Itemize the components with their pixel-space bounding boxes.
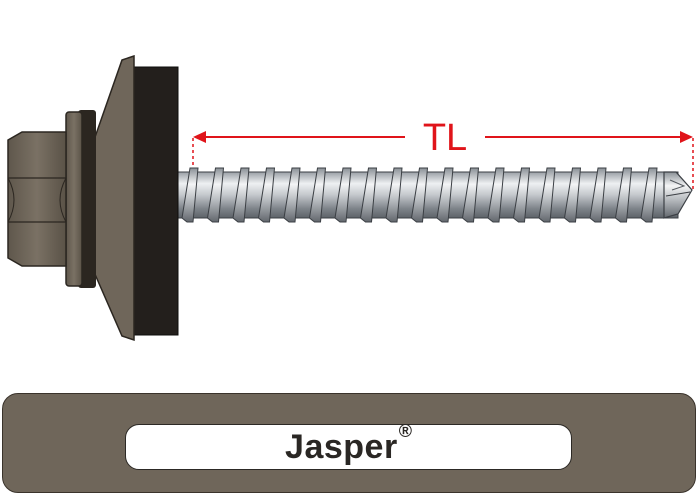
thread (283, 167, 301, 223)
thread (206, 167, 225, 223)
thread (308, 167, 327, 223)
thread (487, 167, 505, 223)
thread (538, 167, 556, 223)
thread (436, 167, 454, 223)
drill-point (663, 171, 693, 219)
thread (461, 167, 480, 223)
thread (640, 167, 658, 223)
color-name-pill: Jasper® (125, 421, 572, 470)
thread (512, 167, 531, 223)
dimension-label: TL (405, 116, 485, 160)
color-name: Jasper (285, 428, 398, 466)
thread-set (181, 167, 658, 223)
thread (563, 167, 582, 223)
registered-mark: ® (398, 421, 412, 441)
thread (257, 167, 276, 223)
thread (359, 167, 378, 223)
thread (385, 167, 403, 223)
thread (614, 167, 633, 223)
screw-illustration (7, 54, 694, 342)
rubber-washer (133, 66, 179, 336)
metal-washer (93, 54, 135, 342)
thread (589, 167, 607, 223)
thread (410, 167, 429, 223)
thread (334, 167, 352, 223)
thread (181, 167, 199, 223)
hex-head (7, 131, 67, 267)
thread (232, 167, 250, 223)
